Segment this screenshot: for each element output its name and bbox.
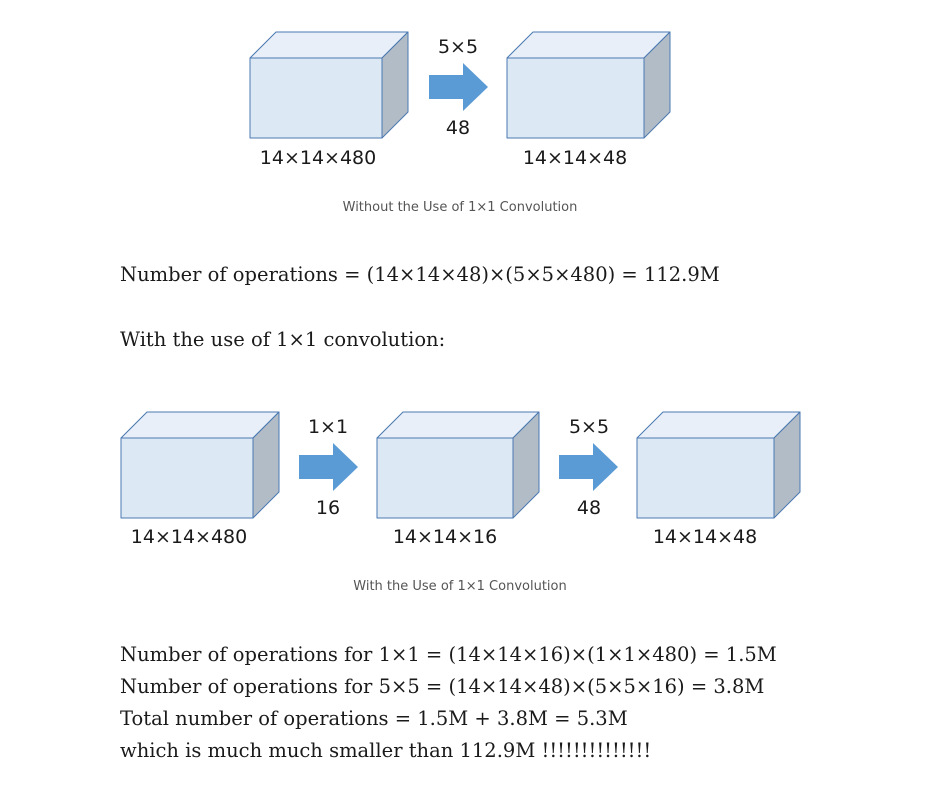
diagram-caption: Without the Use of 1×1 Convolution	[343, 200, 578, 215]
conv-1x1-arrow	[299, 443, 358, 491]
intermediate-volume-box	[376, 411, 540, 519]
input-volume-label: 14×14×480	[131, 526, 247, 548]
box-top-face	[249, 31, 409, 59]
conv-5x5-arrow	[429, 63, 488, 111]
arrow2-kernel-label: 5×5	[569, 416, 609, 438]
output-volume-box	[636, 411, 801, 519]
diagram-with-1x1: 14×14×480 1×1 16 14×14×16 5×5 48 14×14×4…	[120, 411, 801, 594]
box-front-face	[636, 437, 775, 519]
arrow-kernel-label: 5×5	[438, 36, 478, 58]
box-top-face	[506, 31, 671, 59]
intermediate-volume-label: 14×14×16	[393, 526, 497, 548]
intro-with-1x1: With the use of 1×1 convolution:	[120, 328, 446, 351]
box-front-face	[376, 437, 514, 519]
operations-without-1x1: Number of operations = (14×14×48)×(5×5×4…	[120, 263, 720, 286]
arrow1-kernel-label: 1×1	[308, 416, 348, 438]
conv-5x5-arrow	[559, 443, 618, 491]
box-top-face	[376, 411, 540, 439]
box-top-face	[120, 411, 280, 439]
diagram-without-1x1: 14×14×480 5×5 48 14×14×48 Without the Us…	[249, 31, 671, 215]
input-volume-label: 14×14×480	[260, 147, 376, 169]
box-front-face	[506, 57, 645, 139]
box-front-face	[249, 57, 383, 139]
conclusion: which is much much smaller than 112.9M !…	[120, 739, 652, 762]
output-volume-box	[506, 31, 671, 139]
box-top-face	[636, 411, 801, 439]
operations-5x5: Number of operations for 5×5 = (14×14×48…	[120, 675, 765, 698]
output-volume-label: 14×14×48	[653, 526, 757, 548]
input-volume-box	[120, 411, 280, 519]
input-volume-box	[249, 31, 409, 139]
arrow-filters-label: 48	[446, 117, 470, 139]
total-operations: Total number of operations = 1.5M + 3.8M…	[120, 707, 628, 730]
arrow2-filters-label: 48	[577, 497, 601, 519]
output-volume-label: 14×14×48	[523, 147, 627, 169]
box-front-face	[120, 437, 254, 519]
operations-1x1: Number of operations for 1×1 = (14×14×16…	[120, 643, 777, 666]
diagram-caption: With the Use of 1×1 Convolution	[353, 579, 566, 594]
arrow1-filters-label: 16	[316, 497, 340, 519]
